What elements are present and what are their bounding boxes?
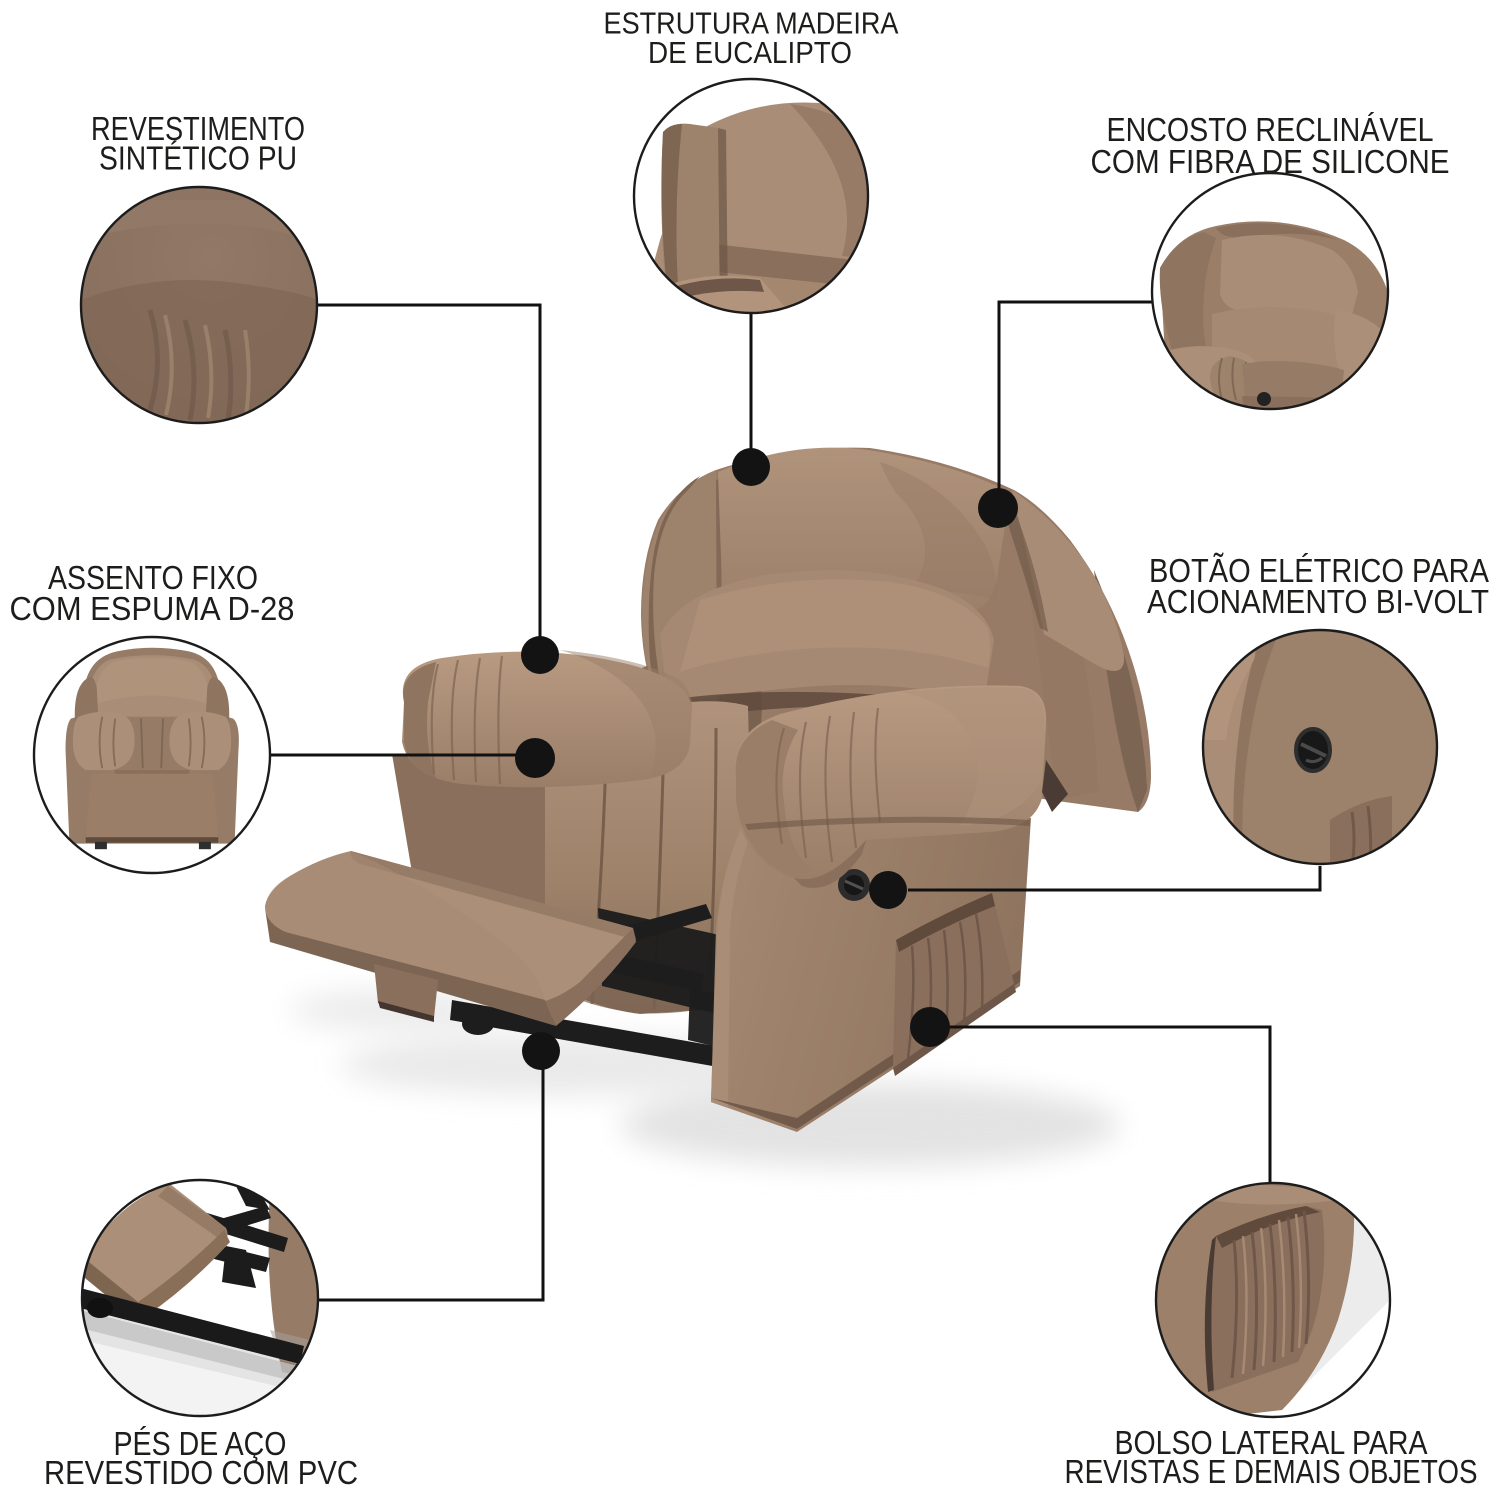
svg-text:REVESTIDO COM PVC: REVESTIDO COM PVC <box>44 1455 358 1492</box>
svg-text:REVISTAS E DEMAIS OBJETOS: REVISTAS E DEMAIS OBJETOS <box>1065 1454 1478 1491</box>
svg-text:COM ESPUMA D-28: COM ESPUMA D-28 <box>10 591 295 628</box>
svg-text:ASSENTO FIXO: ASSENTO FIXO <box>48 560 258 597</box>
svg-text:SINTÉTICO PU: SINTÉTICO PU <box>99 141 297 178</box>
svg-text:REVESTIMENTO: REVESTIMENTO <box>91 111 305 148</box>
svg-text:BOLSO LATERAL PARA: BOLSO LATERAL PARA <box>1115 1425 1429 1462</box>
svg-text:COM FIBRA DE SILICONE: COM FIBRA DE SILICONE <box>1091 144 1450 181</box>
svg-text:BOTÃO ELÉTRICO PARA: BOTÃO ELÉTRICO PARA <box>1149 552 1490 590</box>
svg-text:ESTRUTURA MADEIRA: ESTRUTURA MADEIRA <box>604 6 899 41</box>
svg-text:ENCOSTO RECLINÁVEL: ENCOSTO RECLINÁVEL <box>1107 112 1434 149</box>
svg-text:ACIONAMENTO BI-VOLT: ACIONAMENTO BI-VOLT <box>1147 584 1489 621</box>
svg-text:PÉS DE AÇO: PÉS DE AÇO <box>114 1426 287 1463</box>
svg-text:DE EUCALIPTO: DE EUCALIPTO <box>648 35 852 70</box>
